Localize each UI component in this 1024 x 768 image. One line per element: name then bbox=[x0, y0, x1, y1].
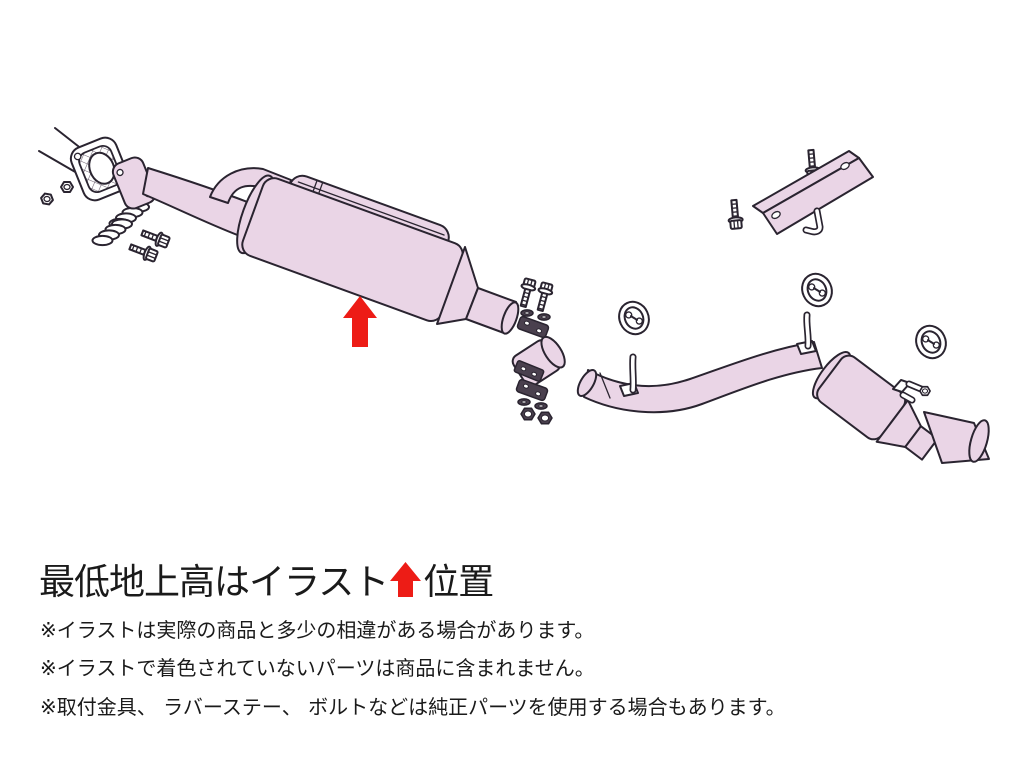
spring bbox=[91, 218, 133, 247]
flange-nut bbox=[60, 181, 74, 193]
heading-text-before: 最低地上高はイラスト bbox=[39, 562, 389, 603]
disclaimer-note-2: ※イラストで着色されていないパーツは商品に含まれません。 bbox=[40, 656, 595, 680]
pipe-clamp-kit bbox=[511, 276, 566, 425]
washer bbox=[517, 398, 531, 406]
disclaimer-note-3: ※取付金具、 ラバーステー、 ボルトなどは純正パーツを使用する場合もあります。 bbox=[40, 695, 786, 719]
min-ground-clearance-heading: 最低地上高はイラスト位置 bbox=[39, 553, 939, 605]
washer bbox=[534, 402, 548, 410]
bracket-bolt bbox=[725, 198, 745, 231]
nut bbox=[537, 411, 553, 425]
rubber-hanger bbox=[612, 295, 656, 341]
flange-springs-and-bolts bbox=[91, 201, 172, 265]
clearance-arrow-icon bbox=[343, 296, 377, 347]
heading-text-after: 位置 bbox=[423, 562, 494, 603]
flange-nut bbox=[39, 192, 55, 206]
tail-tip bbox=[923, 411, 990, 464]
rear-muffler bbox=[811, 351, 990, 464]
bolt bbox=[126, 239, 160, 265]
hanger-bracket bbox=[752, 150, 874, 236]
exhaust-diagram bbox=[38, 127, 990, 464]
center-muffler bbox=[111, 156, 520, 335]
rubber-hanger bbox=[795, 267, 839, 313]
muffler-top-fastener bbox=[892, 379, 931, 404]
clamp-bolt bbox=[515, 276, 539, 310]
washer bbox=[520, 309, 534, 317]
hanger-bracket-kit bbox=[725, 148, 874, 236]
washer bbox=[537, 313, 551, 321]
rubber-hanger bbox=[909, 319, 953, 365]
clamp-saddle bbox=[513, 360, 545, 382]
disclaimer-note-1: ※イラストは実際の商品と多少の相違がある場合があります。 bbox=[40, 618, 595, 642]
clamp-bolt bbox=[532, 280, 556, 314]
bolt bbox=[138, 225, 172, 251]
mid-pipe bbox=[576, 311, 823, 414]
stock-flange-mesh bbox=[69, 136, 131, 202]
stock-front-pipe bbox=[38, 127, 131, 206]
nut bbox=[520, 407, 536, 421]
up-arrow-icon bbox=[390, 562, 422, 597]
